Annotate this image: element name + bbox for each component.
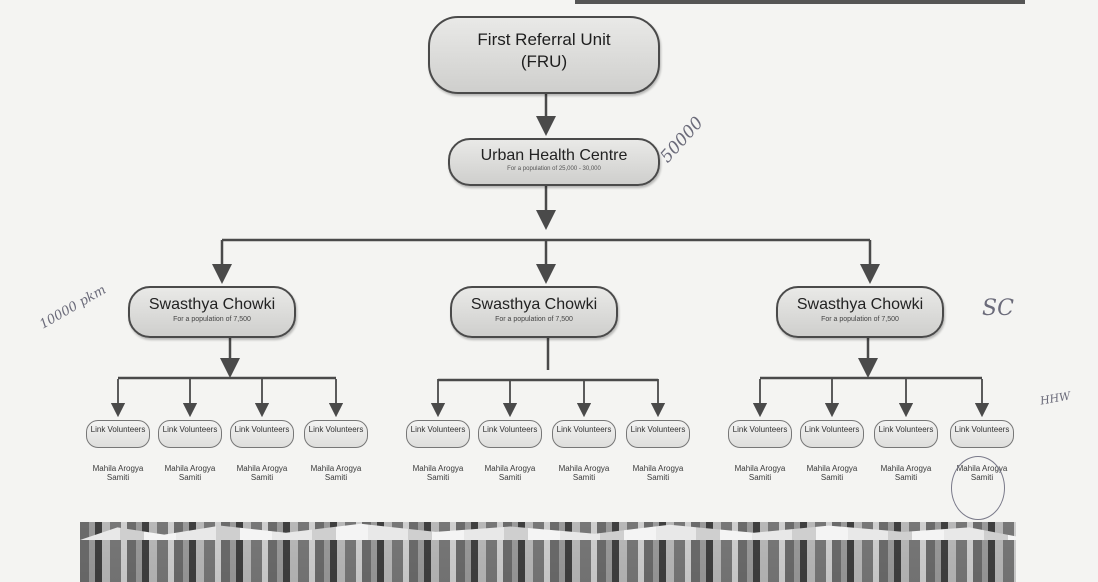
- chowki-node-3: Swasthya Chowki For a population of 7,50…: [776, 286, 944, 338]
- link-volunteers-node: Link Volunteers: [800, 420, 864, 448]
- link-volunteers-node: Link Volunteers: [230, 420, 294, 448]
- mahila-arogya-samiti-label: Mahila Arogya Samiti: [806, 464, 858, 482]
- uhc-node: Urban Health Centre For a population of …: [448, 138, 660, 186]
- handwritten-circle: [951, 456, 1005, 520]
- mahila-arogya-samiti-label: Mahila Arogya Samiti: [558, 464, 610, 482]
- chowki-title: Swasthya Chowki: [148, 296, 276, 313]
- mahila-arogya-samiti-label: Mahila Arogya Samiti: [734, 464, 786, 482]
- mahila-arogya-samiti-label: Mahila Arogya Samiti: [412, 464, 464, 482]
- mahila-arogya-samiti-label: Mahila Arogya Samiti: [164, 464, 216, 482]
- uhc-subtitle: For a population of 25,000 - 30,000: [507, 166, 601, 172]
- link-volunteers-node: Link Volunteers: [626, 420, 690, 448]
- link-volunteers-node: Link Volunteers: [406, 420, 470, 448]
- link-volunteers-node: Link Volunteers: [86, 420, 150, 448]
- link-volunteers-node: Link Volunteers: [158, 420, 222, 448]
- chowki-subtitle: For a population of 7,500: [173, 316, 251, 323]
- fru-title-line2: (FRU): [520, 52, 568, 71]
- link-volunteers-node: Link Volunteers: [552, 420, 616, 448]
- mahila-arogya-samiti-label: Mahila Arogya Samiti: [310, 464, 362, 482]
- link-volunteers-node: Link Volunteers: [874, 420, 938, 448]
- mahila-arogya-samiti-label: Mahila Arogya Samiti: [484, 464, 536, 482]
- chowki-title: Swasthya Chowki: [470, 296, 598, 313]
- link-volunteers-node: Link Volunteers: [478, 420, 542, 448]
- mahila-arogya-samiti-label: Mahila Arogya Samiti: [92, 464, 144, 482]
- link-volunteers-node: Link Volunteers: [950, 420, 1014, 448]
- chowki-subtitle: For a population of 7,500: [495, 316, 573, 323]
- fru-node: First Referral Unit (FRU): [428, 16, 660, 94]
- link-volunteers-node: Link Volunteers: [728, 420, 792, 448]
- chowki-node-1: Swasthya Chowki For a population of 7,50…: [128, 286, 296, 338]
- chowki-subtitle: For a population of 7,500: [821, 316, 899, 323]
- handwritten-note-sc: SC: [982, 296, 1014, 321]
- slum-photo-strip: [80, 522, 1016, 582]
- chowki-title: Swasthya Chowki: [796, 296, 924, 313]
- top-border: [575, 0, 1025, 4]
- mahila-arogya-samiti-label: Mahila Arogya Samiti: [236, 464, 288, 482]
- link-volunteers-node: Link Volunteers: [304, 420, 368, 448]
- mahila-arogya-samiti-label: Mahila Arogya Samiti: [880, 464, 932, 482]
- chowki-node-2: Swasthya Chowki For a population of 7,50…: [450, 286, 618, 338]
- mahila-arogya-samiti-label: Mahila Arogya Samiti: [632, 464, 684, 482]
- fru-title-line1: First Referral Unit: [477, 30, 611, 49]
- uhc-title: Urban Health Centre: [480, 147, 628, 164]
